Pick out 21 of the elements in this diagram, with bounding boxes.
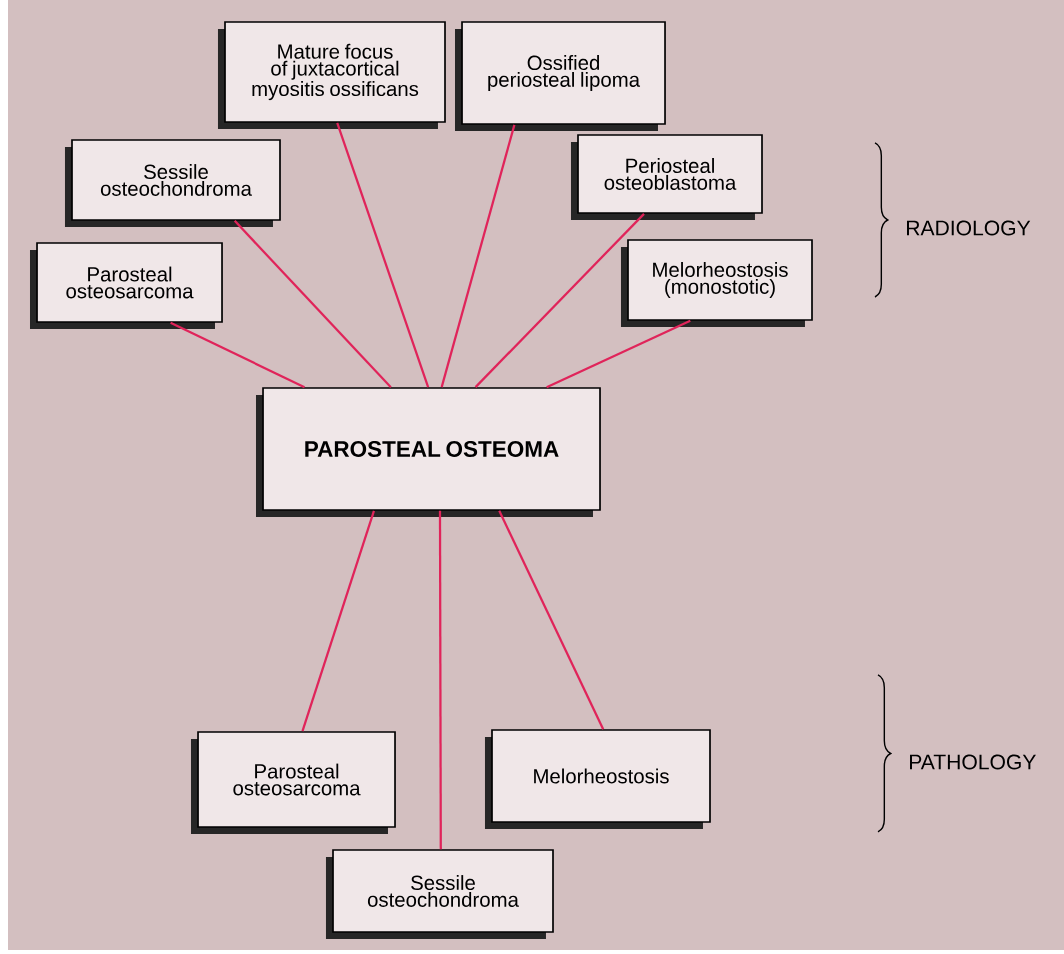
connector-line bbox=[336, 122, 430, 388]
topic-box: Periosteal osteoblastoma bbox=[570, 134, 763, 221]
section-label: PATHOLOGY bbox=[910, 754, 1036, 770]
connector-line bbox=[440, 124, 516, 388]
topic-box: Melorheostosis bbox=[484, 729, 711, 829]
topic-box: Parosteal osteosarcoma bbox=[191, 731, 396, 835]
central-box: PAROSTEAL OSTEOMA bbox=[256, 387, 601, 518]
connector-line bbox=[498, 510, 605, 730]
connector-line bbox=[233, 220, 392, 388]
connector-line bbox=[546, 319, 691, 389]
topic-box: Sessile osteochondroma bbox=[325, 849, 554, 939]
section-label: RADIOLOGY bbox=[907, 220, 1031, 236]
connector-line bbox=[474, 213, 645, 388]
connector-line bbox=[301, 510, 375, 732]
topic-box: Parosteal osteosarcoma bbox=[30, 242, 223, 329]
topic-box: Mature focus of juxtacortical myositis ossificans bbox=[217, 21, 446, 130]
topic-box: Sessile osteochondroma bbox=[64, 139, 281, 228]
connector-line bbox=[170, 321, 305, 389]
connector-line bbox=[438, 510, 442, 850]
topic-box: Melorheostosis (monostotic) bbox=[620, 239, 813, 328]
topic-box: Ossified periosteal lipoma bbox=[455, 21, 666, 131]
